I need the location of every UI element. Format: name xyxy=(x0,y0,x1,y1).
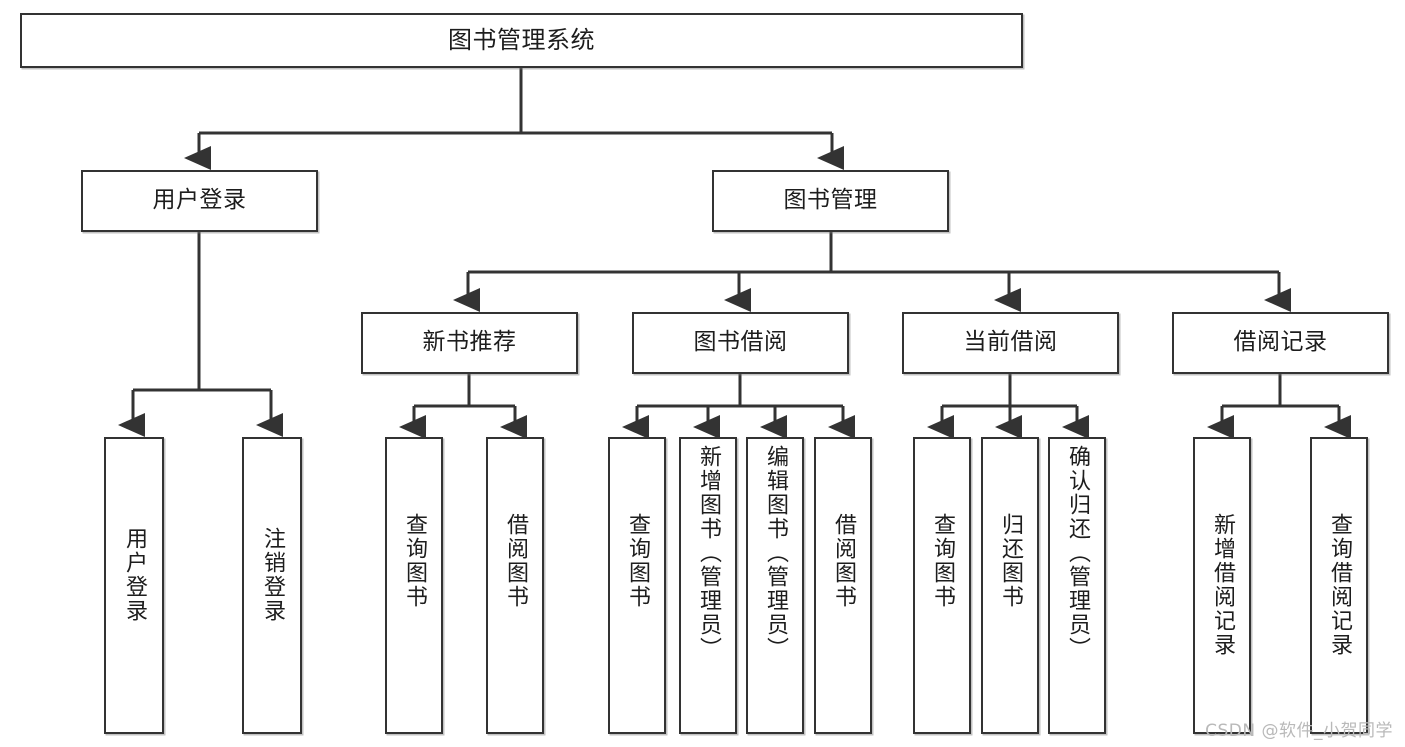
node-leaf-borrow-book-1[interactable]: 借阅图书 xyxy=(486,437,544,734)
node-label: 新增图书（管理员） xyxy=(696,445,721,661)
csdn-watermark: CSDN @软件_小贺同学 xyxy=(1205,721,1393,741)
node-label: 查询图书 xyxy=(625,513,650,609)
node-leaf-confirm-return[interactable]: 确认归还（管理员） xyxy=(1048,437,1106,734)
node-leaf-add-book[interactable]: 新增图书（管理员） xyxy=(679,437,737,734)
node-label: 查询图书 xyxy=(930,513,955,609)
node-leaf-borrow-book-2[interactable]: 借阅图书 xyxy=(814,437,872,734)
node-label: 查询图书 xyxy=(402,513,427,609)
node-label: 注销登录 xyxy=(260,527,285,623)
node-label: 查询借阅记录 xyxy=(1327,513,1352,657)
node-label: 当前借阅 xyxy=(963,329,1058,356)
node-leaf-return-book[interactable]: 归还图书 xyxy=(981,437,1039,734)
node-current-borrow[interactable]: 当前借阅 xyxy=(902,312,1119,374)
node-leaf-query-book-2[interactable]: 查询图书 xyxy=(608,437,666,734)
node-label: 图书管理 xyxy=(783,187,878,214)
node-new-book-rec[interactable]: 新书推荐 xyxy=(361,312,578,374)
node-borrow-record[interactable]: 借阅记录 xyxy=(1172,312,1389,374)
node-user-login[interactable]: 用户登录 xyxy=(81,170,318,232)
node-label: 借阅图书 xyxy=(503,513,528,609)
node-label: 新增借阅记录 xyxy=(1210,513,1235,657)
node-leaf-query-record[interactable]: 查询借阅记录 xyxy=(1310,437,1368,734)
node-label: 用户登录 xyxy=(122,527,147,623)
node-label: 借阅图书 xyxy=(831,513,856,609)
node-label: 图书管理系统 xyxy=(448,26,595,55)
node-leaf-user-login[interactable]: 用户登录 xyxy=(104,437,164,734)
node-leaf-logout[interactable]: 注销登录 xyxy=(242,437,302,734)
node-book-manage[interactable]: 图书管理 xyxy=(712,170,949,232)
node-label: 图书借阅 xyxy=(693,329,788,356)
node-label: 归还图书 xyxy=(998,513,1023,609)
node-label: 确认归还（管理员） xyxy=(1065,445,1090,661)
node-leaf-edit-book[interactable]: 编辑图书（管理员） xyxy=(746,437,804,734)
node-leaf-query-book-3[interactable]: 查询图书 xyxy=(913,437,971,734)
node-label: 用户登录 xyxy=(152,187,247,214)
node-leaf-query-book-1[interactable]: 查询图书 xyxy=(385,437,443,734)
node-book-borrow[interactable]: 图书借阅 xyxy=(632,312,849,374)
node-leaf-add-record[interactable]: 新增借阅记录 xyxy=(1193,437,1251,734)
node-root-system[interactable]: 图书管理系统 xyxy=(20,13,1023,68)
node-label: 编辑图书（管理员） xyxy=(763,445,788,661)
node-label: 新书推荐 xyxy=(422,329,517,356)
node-label: 借阅记录 xyxy=(1233,329,1328,356)
